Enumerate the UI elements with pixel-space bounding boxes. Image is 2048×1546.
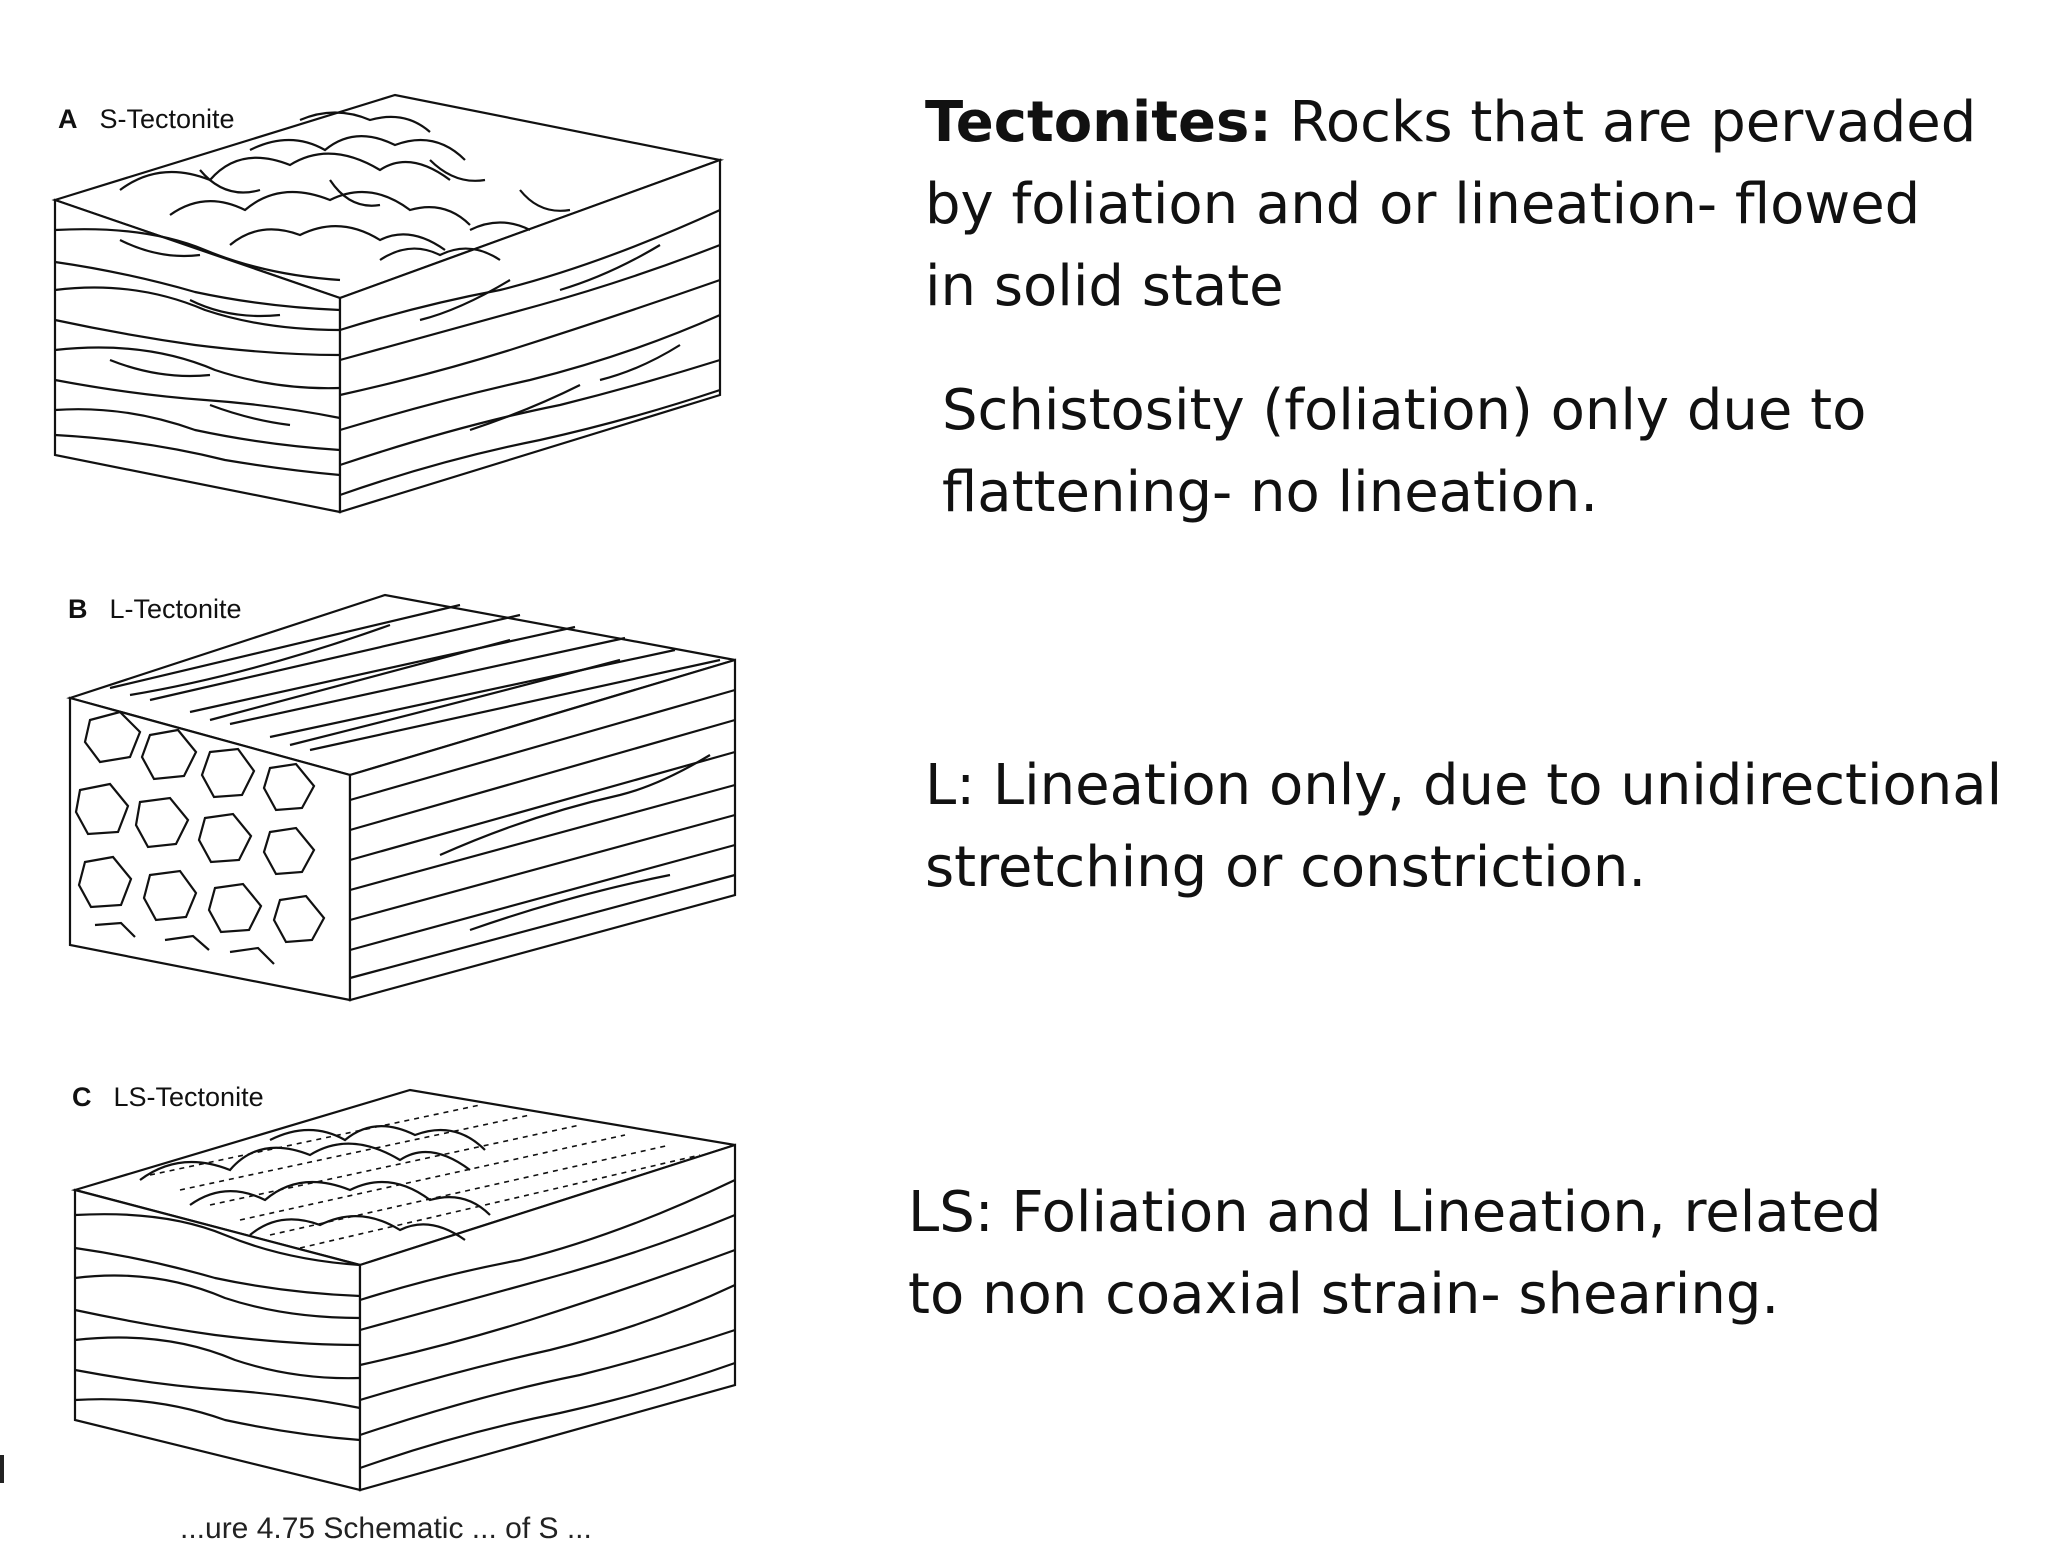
tectonites-line-3: in solid state: [925, 254, 1284, 319]
panel-c-letter: C: [72, 1082, 92, 1112]
tectonite-figure: A S-Tectonite: [0, 0, 900, 1545]
s-desc-line-1: Schistosity (foliation) only due to: [942, 378, 1867, 443]
panel-a-label: A S-Tectonite: [58, 104, 235, 135]
tectonites-line-2: by foliation and or lineation- flowed: [925, 172, 1921, 237]
tectonites-definition: Tectonites: Rocks that are pervaded by f…: [925, 82, 1976, 328]
l-desc-line-1: L: Lineation only, due to unidirectional: [925, 753, 2003, 818]
s-tectonite-description: Schistosity (foliation) only due to flat…: [942, 370, 1866, 534]
l-desc-line-2: stretching or constriction.: [925, 835, 1647, 900]
panel-b-letter: B: [68, 594, 88, 624]
panel-c-label: C LS-Tectonite: [72, 1082, 264, 1113]
tectonites-line-1: Tectonites: Rocks that are pervaded: [925, 82, 1976, 164]
panel-b-title: L-Tectonite: [109, 594, 242, 624]
ls-tectonite-description: LS: Foliation and Lineation, related to …: [908, 1172, 1882, 1336]
tectonites-text-1: Rocks that are pervaded: [1271, 90, 1977, 155]
ls-desc-line-2: to non coaxial strain- shearing.: [908, 1262, 1780, 1327]
s-tectonite-block: [51, 93, 737, 1492]
caption-fragment: ...ure 4.75 Schematic ... of S ...: [180, 1512, 592, 1545]
panel-b-label: B L-Tectonite: [68, 594, 242, 625]
margin-mark: [0, 1455, 4, 1483]
panel-a-letter: A: [58, 104, 78, 134]
tectonites-term: Tectonites:: [925, 90, 1272, 155]
s-desc-line-2: flattening- no lineation.: [942, 460, 1599, 525]
l-tectonite-description: L: Lineation only, due to unidirectional…: [925, 745, 2002, 909]
panel-c-title: LS-Tectonite: [113, 1082, 264, 1112]
panel-a-title: S-Tectonite: [99, 104, 235, 134]
ls-desc-line-1: LS: Foliation and Lineation, related: [908, 1180, 1882, 1245]
